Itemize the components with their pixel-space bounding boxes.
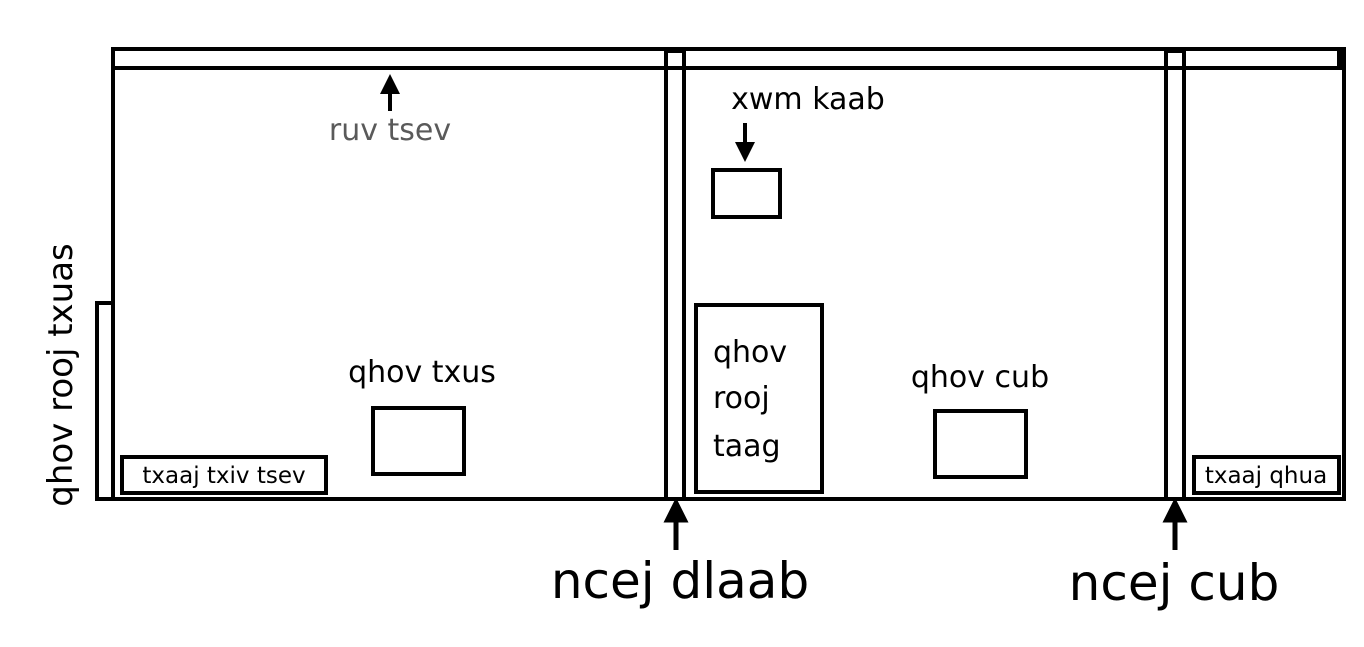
side-door-panel — [95, 301, 115, 501]
label-tall-box-line1: qhov — [713, 335, 787, 370]
bottom-right-box — [1192, 455, 1341, 495]
label-bottom-left-box: txaaj txiv tsev — [142, 463, 305, 489]
bottom-left-box — [120, 455, 328, 495]
label-partition-left: ncej dlaab — [551, 552, 809, 610]
label-upper-box: xwm kaab — [731, 82, 885, 117]
label-tall-box-line2: rooj — [713, 381, 770, 416]
right-inner-box — [933, 409, 1028, 479]
left-inner-box — [371, 406, 466, 476]
label-partition-right: ncej cub — [1069, 554, 1280, 612]
label-side-vertical: qhov rooj txuas — [41, 243, 81, 507]
top-right-corner-block — [1337, 51, 1344, 68]
partition-post-left — [664, 49, 686, 501]
upper-small-box — [711, 168, 782, 219]
outer-wall — [111, 47, 1346, 501]
tall-box — [694, 303, 824, 494]
label-left-inner-box: qhov txus — [348, 355, 496, 390]
label-top-pipe: ruv tsev — [329, 113, 451, 148]
label-right-inner-box: qhov cub — [911, 360, 1049, 395]
label-tall-box-line3: taag — [713, 429, 781, 464]
label-bottom-right-box: txaaj qhua — [1205, 463, 1327, 489]
partition-post-right — [1164, 49, 1186, 501]
